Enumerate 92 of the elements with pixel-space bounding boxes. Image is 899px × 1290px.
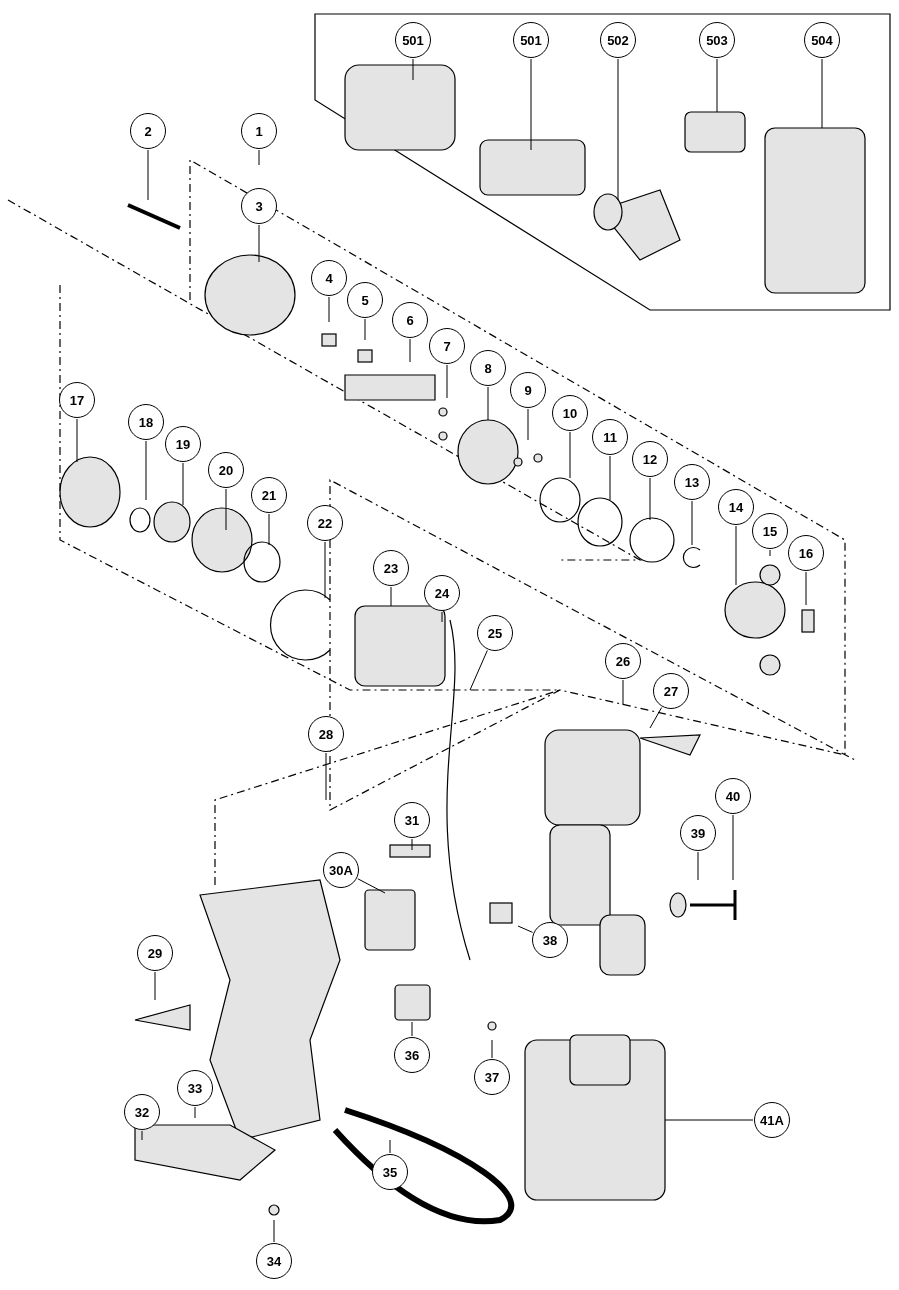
callout-number: 5 [347,282,383,318]
leader-line [147,149,149,201]
callout-number: 8 [470,350,506,386]
leader-line [441,611,443,623]
callout-number: 502 [600,22,636,58]
leader-line [821,58,823,129]
leader-line [622,679,624,706]
callout-number: 10 [552,395,588,431]
leader-line [390,586,392,607]
leader-line [182,462,184,506]
leader-line [364,318,366,341]
callout-number: 19 [165,426,201,462]
leader-line [273,1219,275,1243]
callout-number: 29 [137,935,173,971]
leader-line [527,408,529,441]
callout-number: 20 [208,452,244,488]
callout-number: 36 [394,1037,430,1073]
callout-number: 23 [373,550,409,586]
callout-number: 15 [752,513,788,549]
leader-line [517,925,534,933]
callout-number: 32 [124,1094,160,1130]
leader-line [649,707,663,729]
leader-line [76,418,78,463]
leader-line [411,838,413,851]
leader-line [446,364,448,399]
leader-line [769,549,771,557]
callout-number: 13 [674,464,710,500]
leader-line [469,649,488,691]
callout-number: 25 [477,615,513,651]
callout-number: 22 [307,505,343,541]
callout-number: 35 [372,1154,408,1190]
callout-number: 18 [128,404,164,440]
leader-line [411,1021,413,1037]
leader-line [324,541,326,599]
callout-number: 501 [395,22,431,58]
leader-line [805,571,807,606]
callout-number: 3 [241,188,277,224]
callout-number: 40 [715,778,751,814]
callout-number: 33 [177,1070,213,1106]
leader-line [268,513,270,546]
callout-number: 26 [605,643,641,679]
leader-line [389,1139,391,1154]
leader-line [225,488,227,531]
callout-number: 2 [130,113,166,149]
callout-number: 21 [251,477,287,513]
callout-number: 39 [680,815,716,851]
callout-number: 30A [323,852,359,888]
leader-line [716,58,718,113]
leader-line [258,149,260,166]
leader-line [530,58,532,151]
callout-number: 27 [653,673,689,709]
leader-line [664,1119,754,1121]
leader-line [487,386,489,421]
leader-line [325,752,327,801]
leader-line [491,1039,493,1059]
callout-number: 501 [513,22,549,58]
leader-line [357,878,386,894]
leader-line [409,338,411,363]
callout-number: 9 [510,372,546,408]
leader-line [412,58,414,81]
leader-line [328,296,330,323]
callout-number: 11 [592,419,628,455]
callout-number: 38 [532,922,568,958]
callout-number: 14 [718,489,754,525]
leader-line [649,477,651,521]
callout-number: 28 [308,716,344,752]
leader-line [617,58,619,201]
callout-number: 7 [429,328,465,364]
callout-number: 6 [392,302,428,338]
callout-number: 37 [474,1059,510,1095]
leader-line [569,431,571,479]
callout-number: 4 [311,260,347,296]
callout-number: 503 [699,22,735,58]
callout-number: 12 [632,441,668,477]
leader-line [691,500,693,546]
leader-line [154,971,156,1001]
callout-number: 16 [788,535,824,571]
leader-line [697,851,699,881]
leader-line [609,455,611,501]
callout-number: 17 [59,382,95,418]
leader-line [735,525,737,586]
leader-line [141,1130,143,1141]
leader-line [194,1106,196,1119]
callout-number: 24 [424,575,460,611]
leader-line [145,440,147,501]
callout-number: 1 [241,113,277,149]
leader-line [732,814,734,881]
callout-number: 41A [754,1102,790,1138]
callout-number: 504 [804,22,840,58]
callout-number: 34 [256,1243,292,1279]
leader-line [258,224,260,263]
callout-number: 31 [394,802,430,838]
